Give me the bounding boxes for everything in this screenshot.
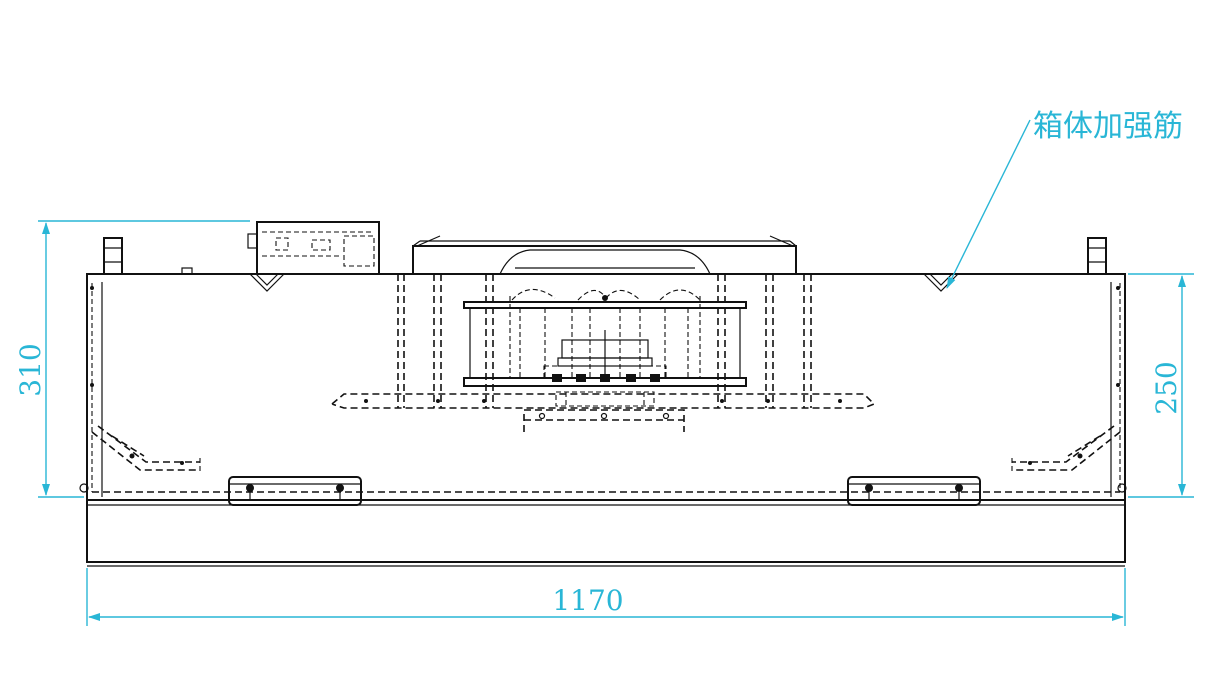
dimension-label-box-height: 250 (1150, 361, 1183, 414)
lower-bracket (523, 409, 685, 432)
latch-plate-right (847, 476, 981, 506)
dimension-label-overall-height: 310 (14, 343, 47, 396)
control-box (247, 221, 380, 275)
latch-plate-left (228, 476, 362, 506)
fan-motor-assembly (397, 274, 812, 408)
side-brace-right (1011, 425, 1121, 474)
corner-post-right (1087, 237, 1107, 275)
corner-post-left (103, 237, 123, 275)
fan-housing (412, 235, 797, 275)
stiffener-rib-left (249, 273, 285, 292)
small-terminal (181, 267, 193, 275)
callout-stiffener: 箱体加强筋 (946, 109, 1183, 289)
dimension-overall-width: 1170 (86, 568, 1126, 626)
filter-frame (86, 499, 1126, 567)
dimension-label-overall-width: 1170 (552, 584, 623, 617)
mounting-plate (331, 391, 876, 409)
dimension-box-height: 250 (1128, 273, 1194, 498)
dimension-overall-height: 310 (14, 220, 250, 498)
callout-label: 箱体加强筋 (1033, 109, 1183, 144)
side-brace-left (91, 425, 201, 474)
